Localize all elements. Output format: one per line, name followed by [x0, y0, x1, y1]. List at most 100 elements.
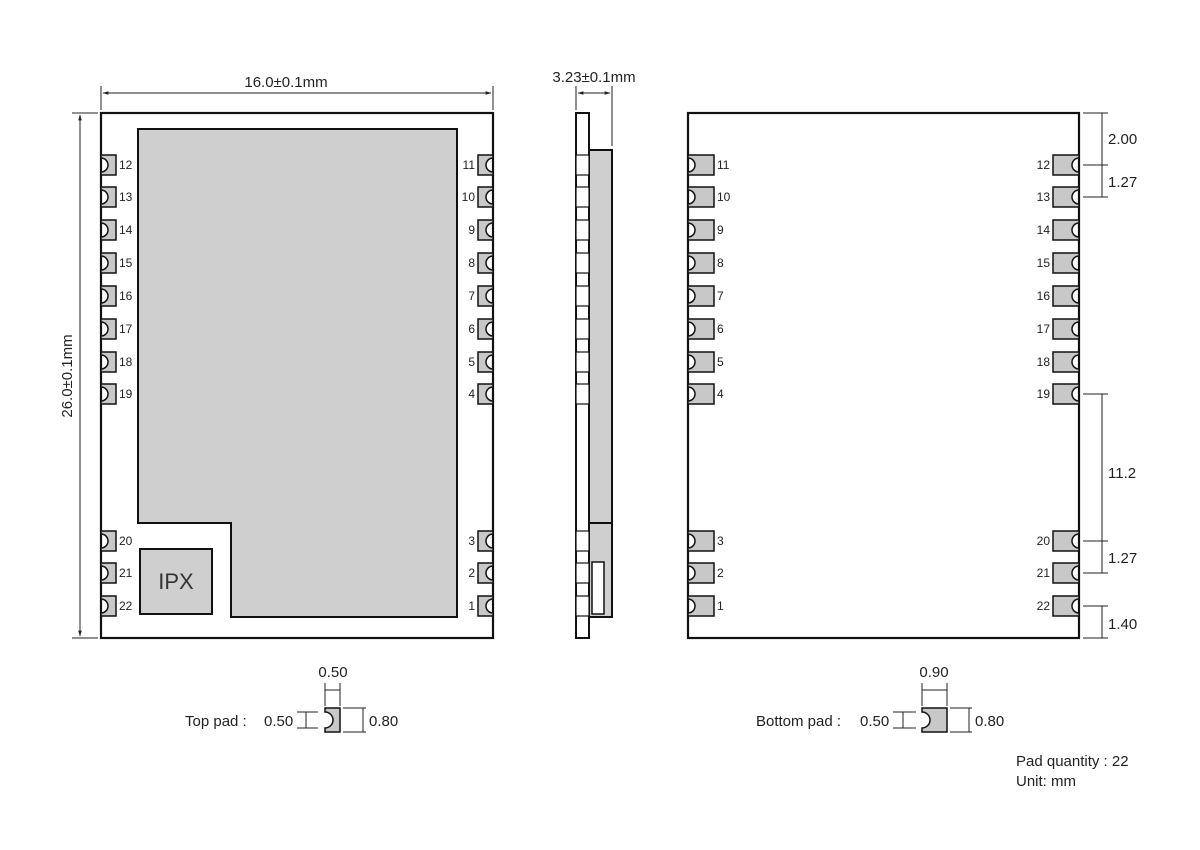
top-pin-18-pad [100, 351, 117, 373]
ipx-connector [139, 548, 213, 615]
top-pin-11-pad [477, 154, 494, 176]
bottom-dimensions [1083, 112, 1108, 639]
bottom-pin-12-pad [1052, 154, 1080, 176]
side-pads [575, 154, 590, 617]
top-pin-8-label: 8 [468, 256, 475, 270]
bottom-pin-22-pad [1052, 595, 1080, 617]
bottom-pin-10-label: 10 [717, 190, 731, 204]
bottom-pin-1-label: 1 [717, 599, 724, 613]
pad-quantity-note: Pad quantity : 22 [1016, 753, 1129, 770]
top-pin-11-label: 11 [463, 158, 476, 172]
side-pad [575, 595, 590, 617]
bottom-pin-20-pad [1052, 530, 1080, 552]
top-pin-19-pad [100, 383, 117, 405]
top-pin-14-label: 14 [119, 223, 133, 237]
top-pad-detail: Top pad : 0.50 0.50 0.80 [185, 664, 398, 733]
top-pin-8-pad [477, 252, 494, 274]
bottom-pin-18-pad [1052, 351, 1080, 373]
bottom-pin-7-label: 7 [717, 289, 724, 303]
bottom-pin-16-label: 16 [1037, 289, 1051, 303]
bottom-pin-8-pad [687, 252, 715, 274]
top-pin-17-label: 17 [119, 322, 133, 336]
bottom-pin-17-pad [1052, 318, 1080, 340]
ipx-label: IPX [158, 569, 194, 594]
top-pin-13-pad [100, 186, 117, 208]
bottom-pin-3-pad [687, 530, 715, 552]
dim-bottom-offset: 1.40 [1108, 616, 1137, 633]
top-pin-21-label: 21 [119, 566, 133, 580]
side-connector-inner [591, 561, 605, 615]
side-pad [575, 219, 590, 241]
bottom-pin-5-pad [687, 351, 715, 373]
bottom-pin-15-label: 15 [1037, 256, 1051, 270]
side-pad [575, 186, 590, 208]
top-pin-7-label: 7 [468, 289, 475, 303]
top-pin-20-label: 20 [119, 534, 133, 548]
bottom-pin-16-pad [1052, 285, 1080, 307]
shield-area [137, 128, 458, 618]
bottom-pin-14-pad [1052, 219, 1080, 241]
bottom-pin-13-pad [1052, 186, 1080, 208]
top-pin-6-pad [477, 318, 494, 340]
top-pin-16-label: 16 [119, 289, 133, 303]
bottom-pin-21-label: 21 [1037, 566, 1051, 580]
dim-gap: 11.2 [1108, 465, 1136, 482]
top-view: IPX 16.0±0.1mm 26.0±0.1mm 12131415161718… [59, 74, 495, 640]
bottom-pin-19-label: 19 [1037, 387, 1051, 401]
top-pin-12-label: 12 [119, 158, 133, 172]
top-pin-4-pad [477, 383, 494, 405]
top-pin-7-pad [477, 285, 494, 307]
bottom-pad-depth: 0.50 [860, 713, 889, 730]
top-pin-17-pad [100, 318, 117, 340]
top-pin-9-label: 9 [468, 223, 475, 237]
top-pin-2-pad [477, 562, 494, 584]
side-pad [575, 285, 590, 307]
thickness-dimension: 3.23±0.1mm [552, 69, 635, 86]
unit-note: Unit: mm [1016, 773, 1076, 790]
bottom-pin-4-pad [687, 383, 715, 405]
side-shield [588, 149, 613, 524]
bottom-pin-21-pad [1052, 562, 1080, 584]
width-dimension: 16.0±0.1mm [244, 74, 327, 91]
top-pin-15-label: 15 [119, 256, 133, 270]
top-pin-10-pad [477, 186, 494, 208]
bottom-pin-7-pad [687, 285, 715, 307]
bottom-pad-label: Bottom pad : [756, 713, 841, 730]
dim-top-offset: 2.00 [1108, 131, 1137, 148]
bottom-pin-2-label: 2 [717, 566, 724, 580]
side-pad [575, 383, 590, 405]
side-pad [575, 530, 590, 552]
bottom-pin-13-label: 13 [1037, 190, 1051, 204]
bottom-pin-19-pad [1052, 383, 1080, 405]
bottom-pin-18-label: 18 [1037, 355, 1051, 369]
bottom-pin-8-label: 8 [717, 256, 724, 270]
bottom-view-outline [686, 111, 1081, 640]
bottom-pin-9-label: 9 [717, 223, 724, 237]
top-pad-label: Top pad : [185, 713, 247, 730]
top-pin-13-label: 13 [119, 190, 133, 204]
bottom-pin-1-pad [687, 595, 715, 617]
side-pad [575, 154, 590, 176]
bottom-pin-15-pad [1052, 252, 1080, 274]
bottom-pad-width: 0.90 [919, 664, 948, 681]
bottom-pin-2-pad [687, 562, 715, 584]
top-pin-14-pad [100, 219, 117, 241]
bottom-pad-shape [921, 707, 948, 733]
top-pin-4-label: 4 [468, 387, 475, 401]
side-pad [575, 351, 590, 373]
top-pin-16-pad [100, 285, 117, 307]
dim-pitch-lower: 1.27 [1108, 550, 1137, 567]
top-pin-1-pad [477, 595, 494, 617]
top-pin-21-pad [100, 562, 117, 584]
bottom-pin-10-pad [687, 186, 715, 208]
top-pin-19-label: 19 [119, 387, 133, 401]
top-pin-2-label: 2 [468, 566, 475, 580]
bottom-pin-20-label: 20 [1037, 534, 1051, 548]
side-pad [575, 562, 590, 584]
top-pad-width: 0.50 [318, 664, 347, 681]
top-pin-6-label: 6 [468, 322, 475, 336]
